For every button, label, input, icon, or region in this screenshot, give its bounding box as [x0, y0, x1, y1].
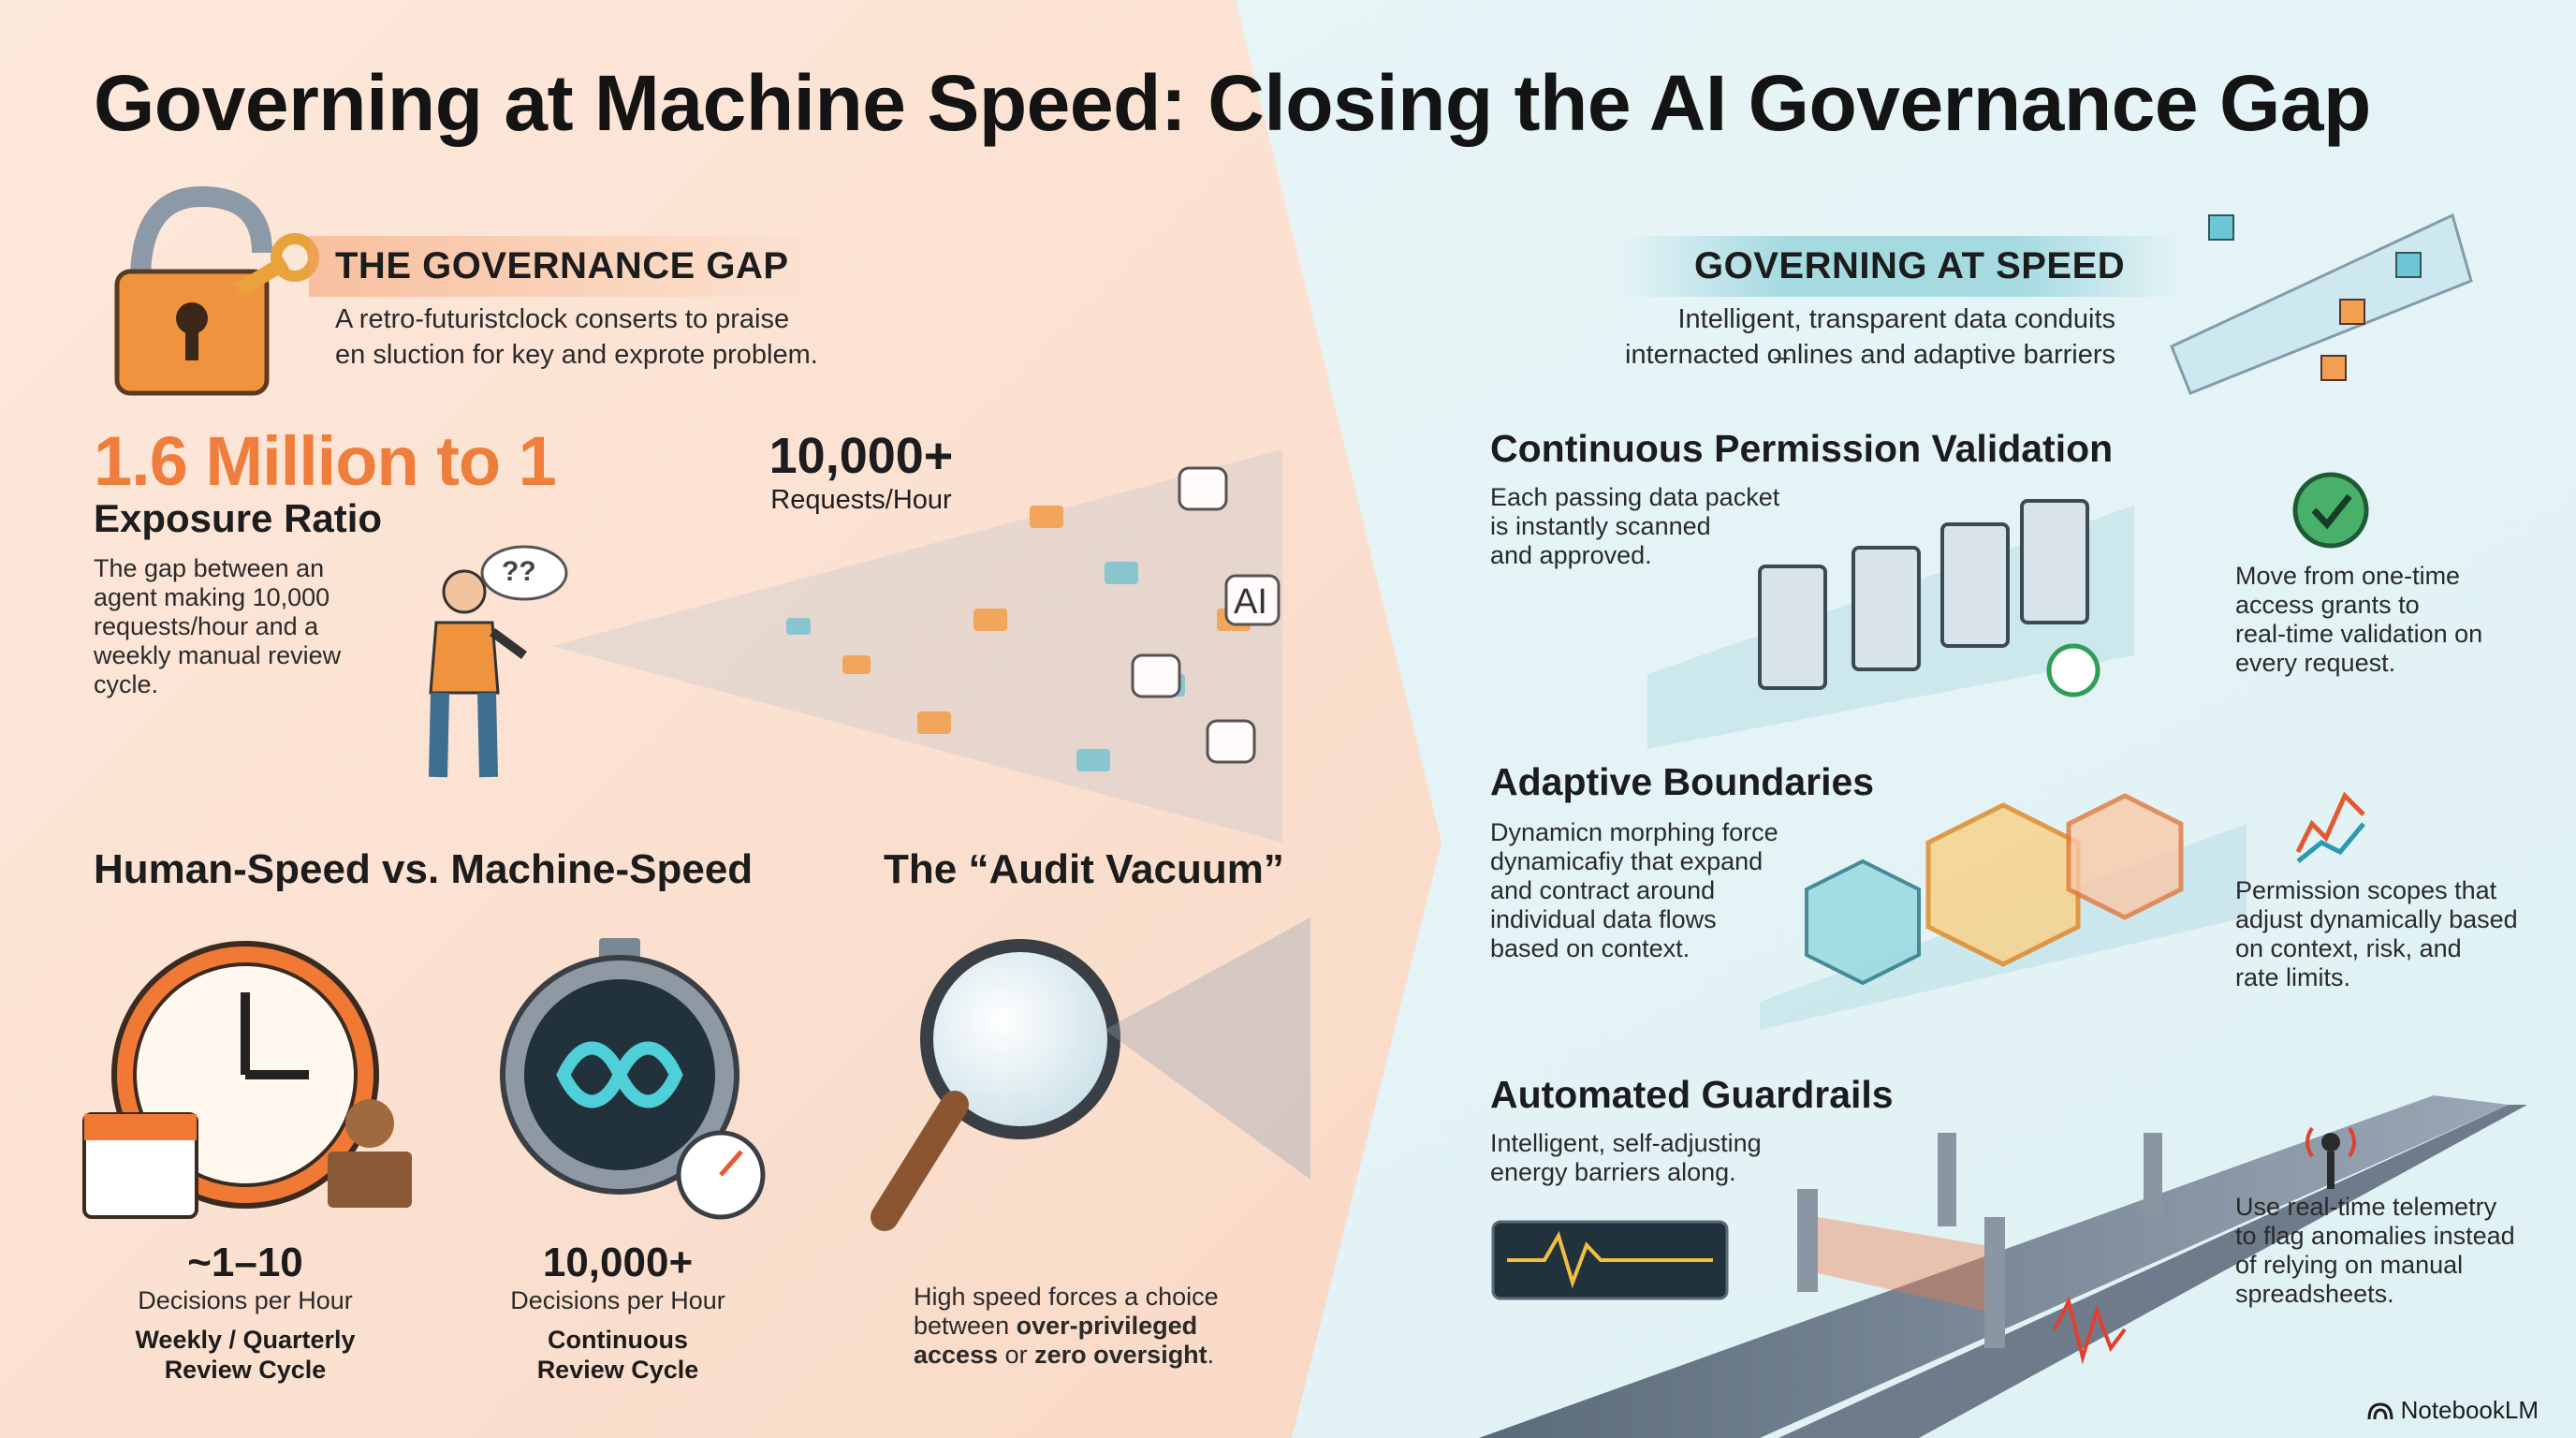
desc-line: to flag anomalies instead: [2235, 1222, 2515, 1250]
wall-clock-icon: [82, 941, 412, 1219]
desc-line: Each passing data packet: [1490, 483, 1780, 511]
audit-vacuum-desc: High speed forces a choice between over-…: [914, 1283, 1219, 1370]
human-cycle-line: Weekly / Quarterly: [135, 1326, 356, 1354]
desc-line: on context, risk, and: [2235, 934, 2462, 962]
adaptive-boundaries-heading: Adaptive Boundaries: [1490, 760, 1875, 803]
desc-line: weekly manual review: [94, 641, 342, 669]
desc-line: rate limits.: [2235, 963, 2351, 991]
desc-line: and contract around: [1490, 876, 1716, 904]
ai-badge: AI: [1234, 582, 1267, 622]
audit-vacuum-heading: The “Audit Vacuum”: [884, 846, 1284, 892]
desc-line: real-time validation on: [2235, 620, 2483, 648]
desc-line: requests/hour and a: [94, 612, 319, 640]
desc-line: internacted o̶nlines and adaptive barrie…: [1625, 340, 2115, 370]
desc-line: individual data flows: [1490, 905, 1717, 933]
desc-line: Dynamicn morphing force: [1490, 818, 1778, 846]
desc-line: access or zero oversight.: [914, 1341, 1219, 1370]
desc-line: adjust dynamically based: [2235, 905, 2518, 933]
human-decisions-value: ~1–10: [187, 1240, 303, 1285]
desc-line: spreadsheets.: [2235, 1280, 2394, 1308]
magnifying-glass-icon: [871, 917, 1310, 1231]
exposure-desc: The gap between an agent making 10,000 r…: [94, 554, 341, 699]
notebooklm-logo: NotebookLM: [2367, 1396, 2539, 1425]
automated-guardrails-heading: Automated Guardrails: [1490, 1073, 1894, 1116]
desc-line: of relying on manual: [2235, 1251, 2464, 1279]
adaptive-boundaries-illustration: [1760, 791, 2365, 1030]
governance-gap-desc: A retro-futuristclock conserts to praise…: [335, 301, 818, 373]
requests-value: 10,000+: [768, 428, 954, 484]
emphasis: access: [914, 1341, 999, 1369]
permission-validation-side: Move from one-time access grants to real…: [2235, 562, 2482, 678]
stopwatch-icon: [500, 938, 766, 1220]
adaptive-boundaries-desc: Dynamicn morphing force dynamicafiy that…: [1490, 818, 1778, 963]
desc-line: Intelligent, self-adjusting: [1490, 1129, 1762, 1157]
data-stream: [552, 449, 1282, 843]
exposure-ratio-value: 1.6 Million to 1: [94, 422, 557, 500]
desc-line: between over-privileged: [914, 1312, 1219, 1341]
machine-cycle-line: Continuous: [548, 1326, 688, 1354]
permission-validation-desc: Each passing data packet is instantly sc…: [1490, 483, 1779, 570]
desc-line: every request.: [2235, 649, 2396, 677]
emphasis: zero oversight: [1034, 1341, 1208, 1369]
permission-gates-illustration: [1647, 472, 2369, 749]
machine-decisions-label: Decisions per Hour: [510, 1286, 725, 1314]
desc-line: Intelligent, transparent data conduits: [1677, 304, 2115, 334]
desc-line: en sluction for key and exprote problem.: [335, 340, 818, 370]
desc-line: Use real-time telemetry: [2235, 1193, 2497, 1221]
desc-line: access grants to: [2235, 591, 2420, 619]
exposure-ratio-label: Exposure Ratio: [94, 496, 383, 540]
data-conduit-icon: [2170, 213, 2473, 395]
desc-line: energy barriers along.: [1490, 1158, 1736, 1186]
human-speed-stats: ~1–10 Decisions per Hour Weekly / Quarte…: [105, 1240, 386, 1385]
human-decisions-label: Decisions per Hour: [138, 1286, 353, 1314]
machine-cycle-line: Review Cycle: [536, 1356, 699, 1384]
permission-validation-heading: Continuous Permission Validation: [1490, 427, 2114, 470]
desc-line: is instantly scanned: [1490, 512, 1711, 540]
emphasis: over-privileged: [1016, 1312, 1198, 1340]
desc-line: High speed forces a choice: [914, 1283, 1219, 1311]
desc-line: based on context.: [1490, 934, 1690, 962]
automated-guardrails-side: Use real-time telemetry to flag anomalie…: [2235, 1193, 2515, 1309]
automated-guardrails-desc: Intelligent, self-adjusting energy barri…: [1490, 1129, 1762, 1187]
text-span: .: [1207, 1341, 1215, 1369]
desc-line: dynamicafiy that expand: [1490, 847, 1764, 875]
desc-line: The gap between an: [94, 554, 325, 582]
machine-speed-stats: 10,000+ Decisions per Hour Continuous Re…: [477, 1240, 758, 1385]
speed-comparison-heading: Human-Speed vs. Machine-Speed: [94, 846, 754, 892]
desc-line: Permission scopes that: [2235, 876, 2497, 904]
desc-line: cycle.: [94, 670, 159, 698]
text-span: or: [998, 1341, 1035, 1369]
desc-line: A retro-futuristclock conserts to praise: [335, 304, 790, 334]
brand-name: NotebookLM: [2400, 1396, 2539, 1424]
governance-gap-heading: THE GOVERNANCE GAP: [309, 236, 827, 297]
desc-line: agent making 10,000: [94, 583, 330, 611]
adaptive-boundaries-side: Permission scopes that adjust dynamicall…: [2235, 876, 2518, 992]
text-span: between: [914, 1312, 1017, 1340]
machine-decisions-value: 10,000+: [542, 1240, 694, 1285]
requests-label: Requests/Hour: [770, 485, 952, 515]
desc-line: and approved.: [1490, 541, 1652, 569]
desc-line: Move from one-time: [2235, 562, 2461, 590]
notebooklm-icon: [2367, 1401, 2393, 1419]
human-cycle-line: Review Cycle: [164, 1356, 327, 1384]
governing-at-speed-heading: GOVERNING AT SPEED: [1619, 236, 2182, 297]
thought-bubble-text: ??: [502, 556, 536, 587]
page-title: Governing at Machine Speed: Closing the …: [94, 59, 2371, 147]
guardrails-road-illustration: [1479, 1095, 2527, 1438]
governing-at-speed-desc: Intelligent, transparent data conduits i…: [1591, 301, 2115, 373]
person-figure: [429, 545, 568, 778]
